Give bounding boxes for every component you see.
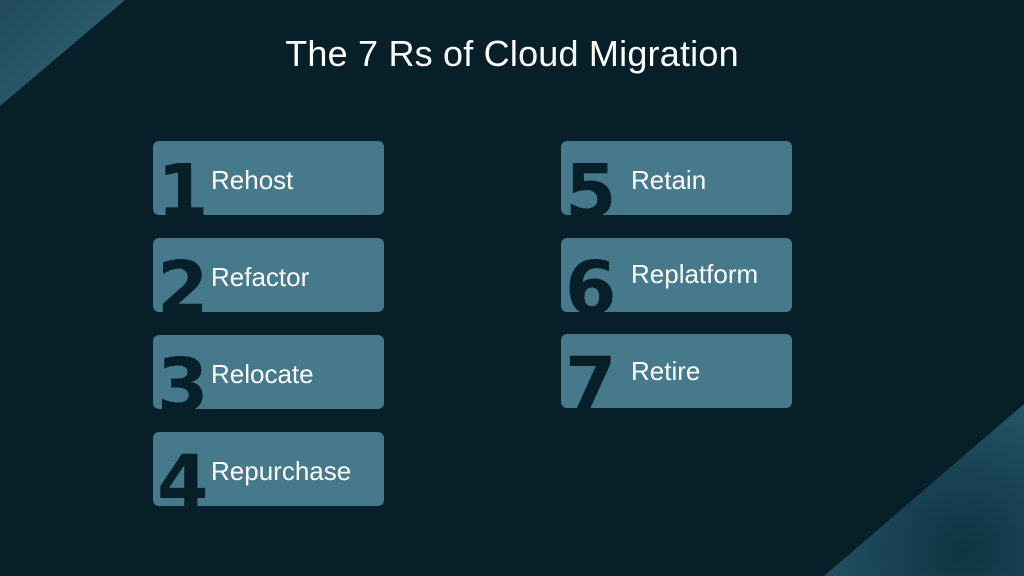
step-label: Repurchase: [211, 456, 352, 486]
step-label: Refactor: [211, 262, 310, 292]
step-number: 6: [565, 246, 617, 312]
step-number: 3: [157, 343, 209, 409]
step-label: Rehost: [211, 165, 294, 195]
step-number: 4: [157, 440, 209, 506]
step-number: 1: [157, 149, 209, 215]
step-number: 5: [565, 149, 617, 215]
slide-title: The 7 Rs of Cloud Migration: [285, 33, 739, 74]
step-label: Relocate: [211, 359, 314, 389]
step-label: Retire: [631, 356, 701, 386]
decorative-corner-bottom-right: [824, 404, 1024, 576]
migration-card-replatform: 6 Replatform: [561, 238, 792, 312]
migration-card-retain: 5 Retain: [561, 141, 792, 215]
step-number: 2: [157, 246, 209, 312]
step-label: Replatform: [631, 259, 759, 289]
step-number: 7: [565, 342, 617, 408]
migration-card-refactor: 2 Refactor: [153, 238, 384, 312]
migration-card-relocate: 3 Relocate: [153, 335, 384, 409]
migration-card-repurchase: 4 Repurchase: [153, 432, 384, 506]
migration-card-rehost: 1 Rehost: [153, 141, 384, 215]
step-label: Retain: [631, 165, 707, 195]
migration-card-retire: 7 Retire: [561, 334, 792, 408]
